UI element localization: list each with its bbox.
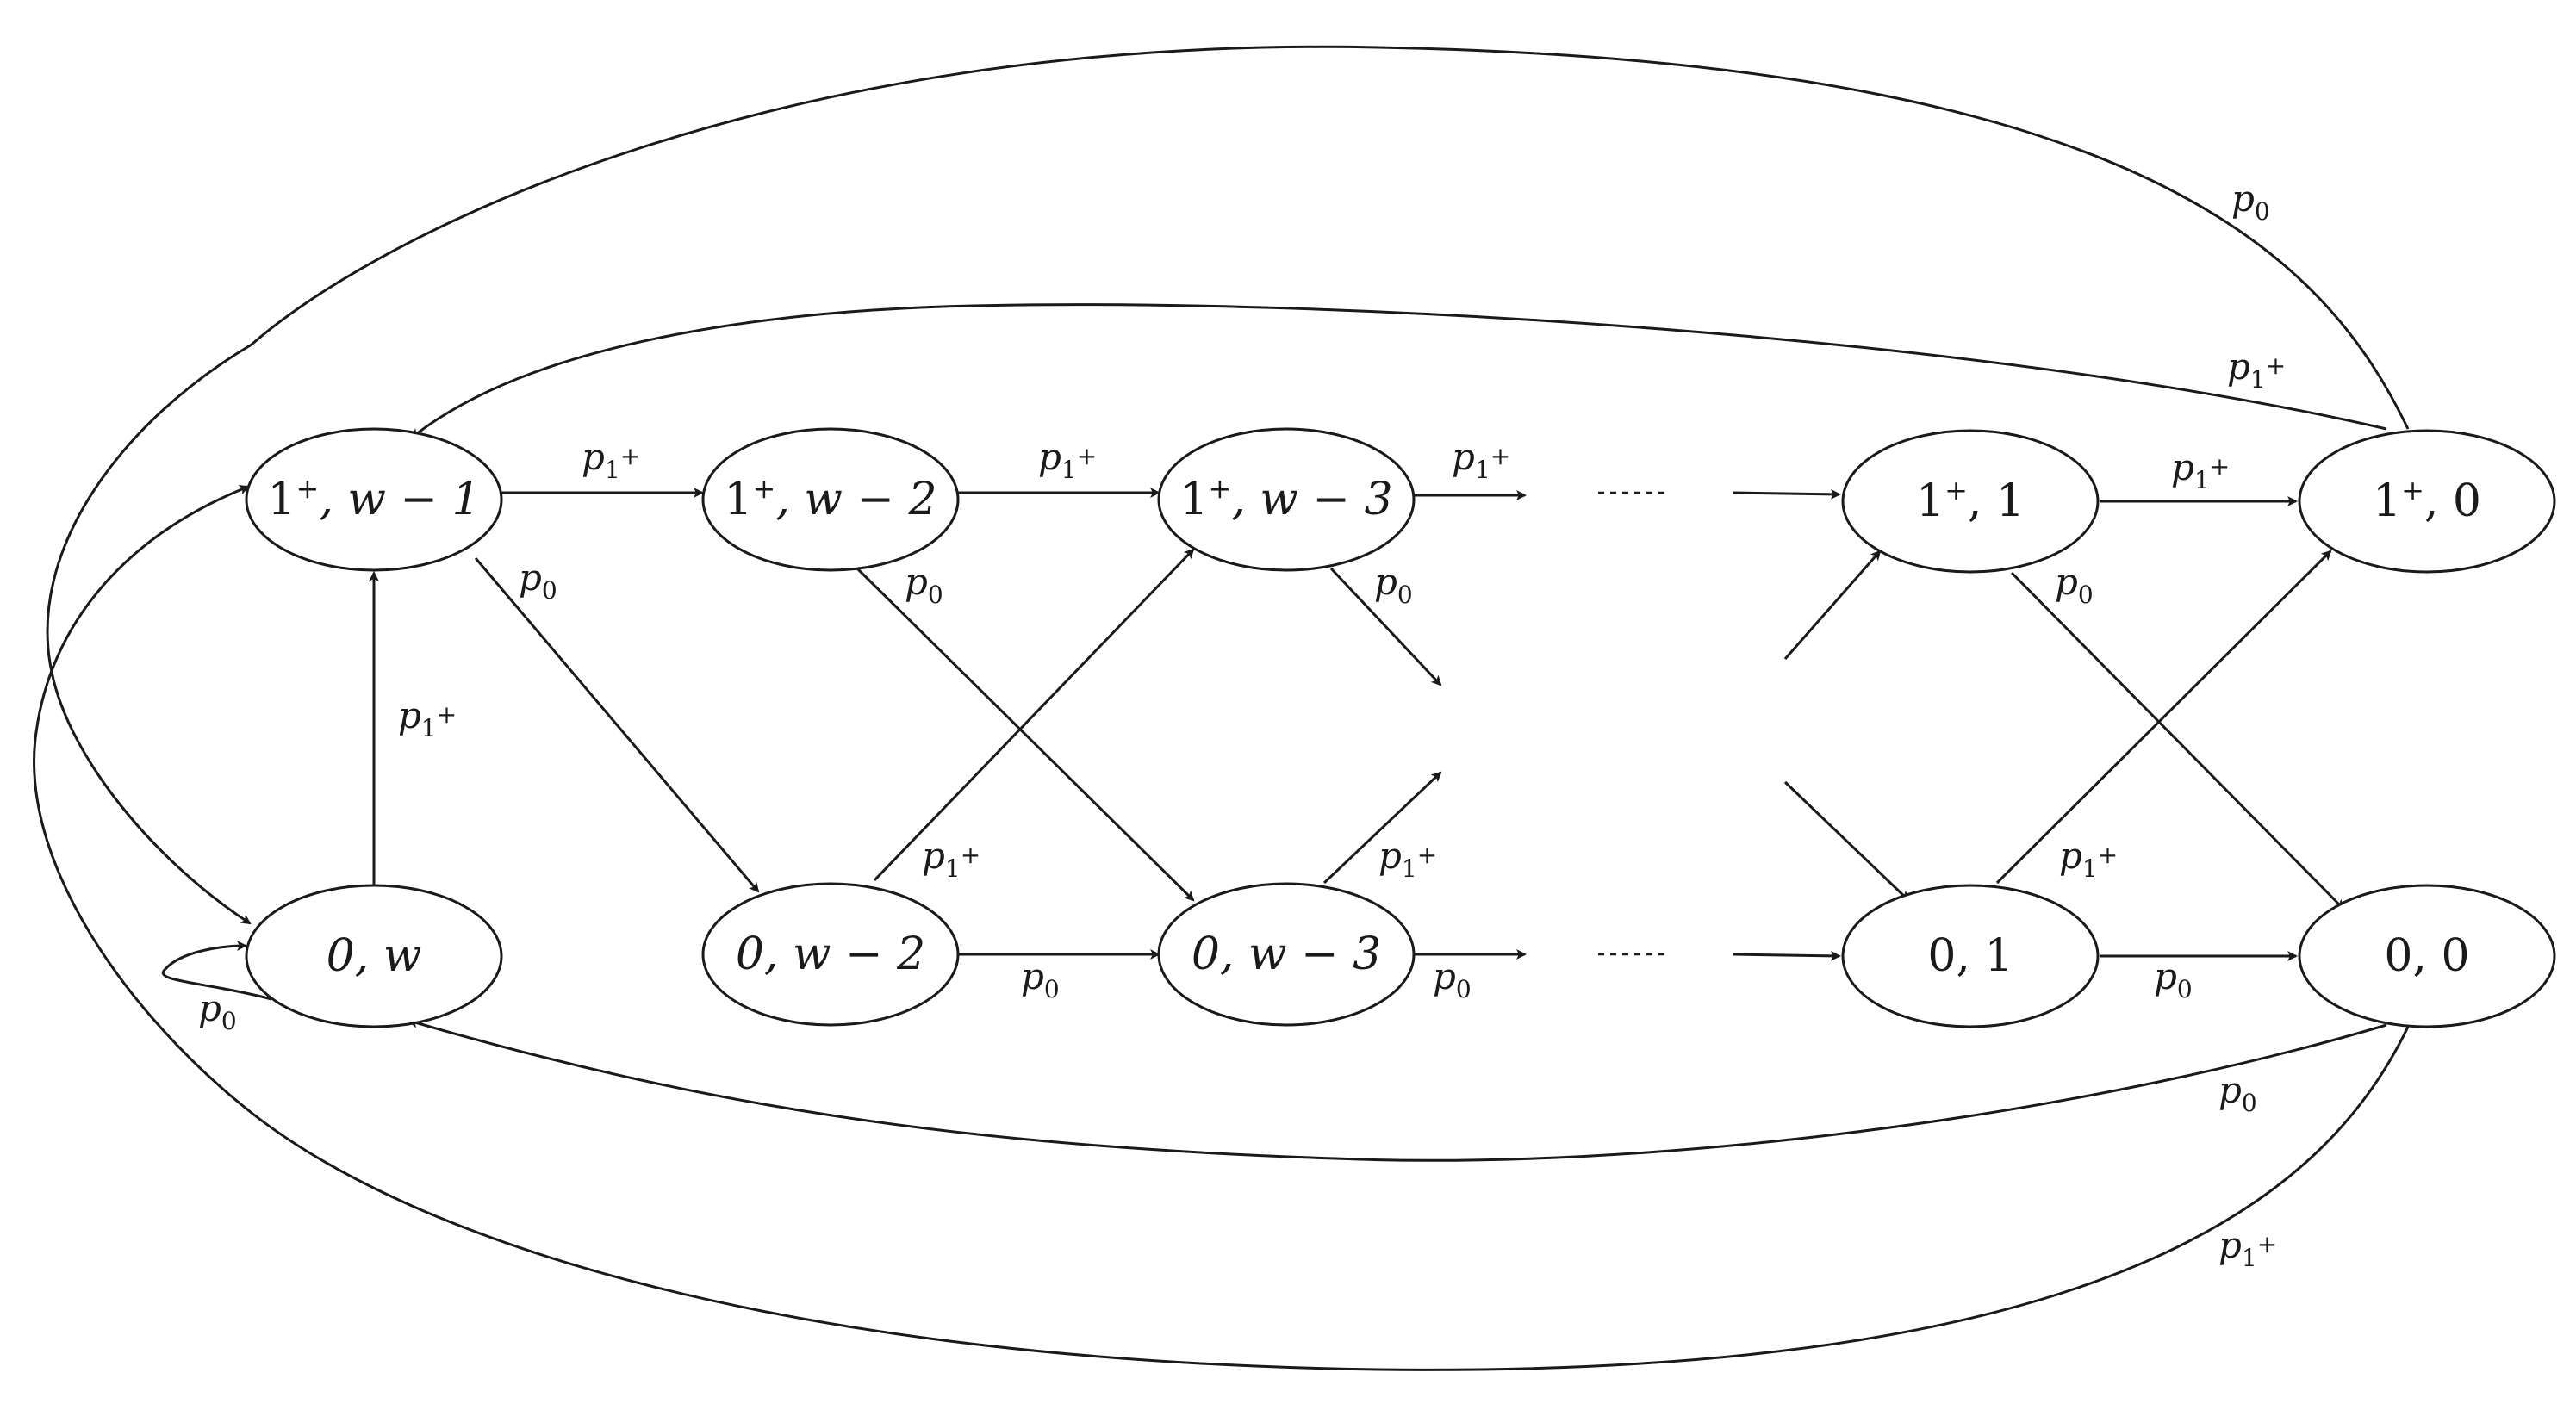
state-node-1plus-w-2: 1+, w − 2 <box>701 427 960 572</box>
svg-text:0, 0: 0, 0 <box>2384 930 2469 982</box>
edge-a4-b5 <box>2010 571 2345 910</box>
label-a2-a3: p1+ <box>1038 436 1097 484</box>
edge-in-a4 <box>1733 488 1841 500</box>
svg-text:1+, 0: 1+, 0 <box>2373 474 2481 527</box>
label-a5-a1-inner: p1+ <box>2227 345 2286 394</box>
edge-in-b4-diag <box>1783 780 1910 902</box>
state-node-0-0: 0, 0 <box>2298 884 2556 1028</box>
label-a4-b5: p0 <box>2055 561 2094 609</box>
edge-b0-self-loop <box>161 941 272 1001</box>
state-node-0-w-2: 0, w − 2 <box>701 882 960 1027</box>
edge-b5-b0-inner <box>408 1018 2387 1162</box>
state-node-1plus-0: 1+, 0 <box>2298 429 2556 574</box>
label-b3-out: p0 <box>1433 955 1472 1003</box>
label-b2-a3: p1+ <box>922 835 980 883</box>
label-a3-out-down: p0 <box>1374 561 1413 609</box>
label-b4-b5: p0 <box>2154 955 2193 1003</box>
label-b0-self-loop: p0 <box>198 987 237 1035</box>
state-node-0-w: 0, w <box>245 884 503 1028</box>
edges <box>33 45 2410 1371</box>
label-a1-a2: p1+ <box>582 436 640 484</box>
edge-b4-a5 <box>1995 550 2332 885</box>
state-node-1plus-w-1: 1+, w − 1 <box>245 427 503 572</box>
label-a1-b2: p0 <box>519 556 557 605</box>
svg-text:0, w − 3: 0, w − 3 <box>1192 929 1381 980</box>
label-a5-b0-outer: p0 <box>2231 177 2270 226</box>
svg-text:0, 1: 0, 1 <box>1927 930 2013 982</box>
edge-a3-out-down <box>1329 567 1442 686</box>
edge-a1-b2 <box>474 557 760 893</box>
label-b5-a1-outer: p1+ <box>2218 1224 2277 1272</box>
svg-text:1+, w − 2: 1+, w − 2 <box>724 472 936 525</box>
edge-labels: p1+ p1+ p1+ p1+ p1+ p1+ p1+ p1+ p1+ p1+ … <box>198 177 2286 1272</box>
state-node-1plus-w-3: 1+, w − 3 <box>1157 427 1416 572</box>
edge-a5-a1-inner <box>410 303 2387 439</box>
svg-text:0, w: 0, w <box>327 930 422 982</box>
label-b3-out-up: p1+ <box>1378 835 1437 883</box>
state-node-0-1: 0, 1 <box>1841 884 2100 1028</box>
svg-text:1+, w − 3: 1+, w − 3 <box>1179 472 1392 525</box>
label-b0-a1: p1+ <box>398 694 457 742</box>
state-node-1plus-1: 1+, 1 <box>1841 429 2100 574</box>
label-b2-b3: p0 <box>1021 955 1060 1003</box>
edge-b3-out-up <box>1322 771 1442 885</box>
svg-text:0, w − 2: 0, w − 2 <box>736 929 925 980</box>
state-node-0-w-3: 0, w − 3 <box>1157 882 1416 1027</box>
edge-in-a4-diag <box>1783 550 1882 660</box>
svg-text:1+, 1: 1+, 1 <box>1916 474 2025 527</box>
label-a2-b3: p0 <box>905 561 943 609</box>
svg-text:1+, w − 1: 1+, w − 1 <box>267 472 480 525</box>
edge-in-b4 <box>1733 950 1841 961</box>
label-b4-a5: p1+ <box>2059 835 2118 883</box>
label-b5-b0-inner: p0 <box>2218 1069 2257 1117</box>
edge-a2-b3 <box>856 567 1195 902</box>
label-a4-a5: p1+ <box>2171 446 2230 494</box>
label-a3-out: p1+ <box>1452 436 1510 484</box>
edge-b2-a3 <box>873 548 1195 882</box>
edge-b5-a1-outer <box>33 485 2410 1371</box>
state-nodes: 1+, w − 1 1+, w − 2 1+, w − 3 1+, 1 1+, … <box>245 427 2556 1028</box>
